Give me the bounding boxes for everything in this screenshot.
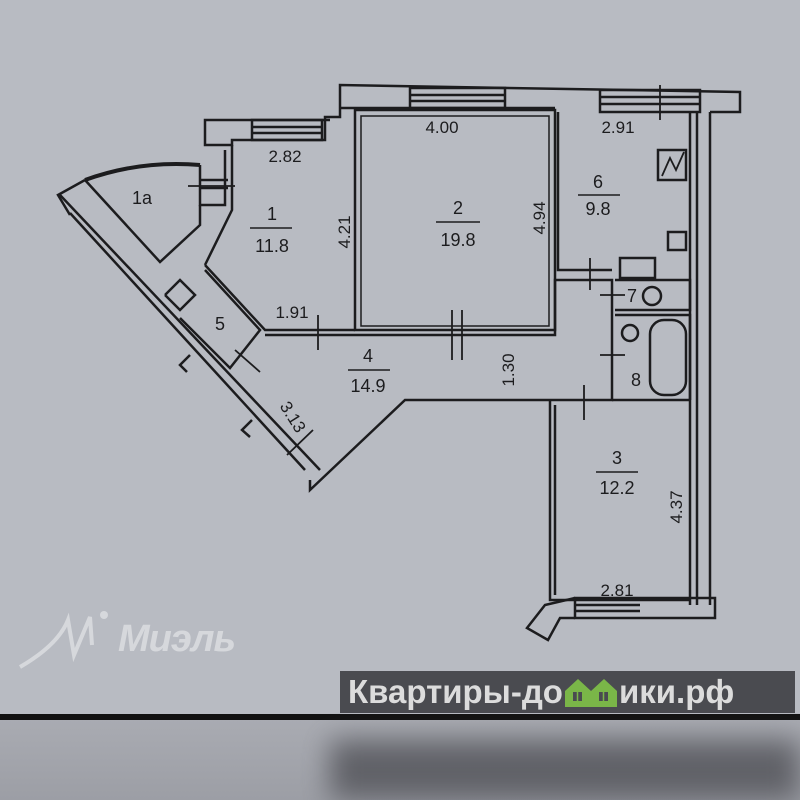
room-area-2: 19.8 xyxy=(440,230,475,250)
dimension-room1-width: 2.82 xyxy=(268,147,301,166)
room-number-1: 1 xyxy=(267,204,277,224)
sink-icon xyxy=(666,230,688,252)
room-area-3: 12.2 xyxy=(599,478,634,498)
room-number-5: 5 xyxy=(215,314,225,334)
room-number-8: 8 xyxy=(631,370,641,390)
washbasin-icon xyxy=(620,323,640,343)
room-number-6: 6 xyxy=(593,172,603,192)
room-number-3: 3 xyxy=(612,448,622,468)
banner-text-start: Квартиры-до xyxy=(348,673,563,710)
room-label-1a: 1a xyxy=(132,188,153,208)
walls xyxy=(56,83,742,642)
dimension-room3-width: 2.81 xyxy=(600,581,633,600)
dimension-room6-width: 2.91 xyxy=(601,118,634,137)
room-number-4: 4 xyxy=(363,346,373,366)
site-banner: Квартиры-до ики.рф xyxy=(340,671,795,713)
floor-plan: 1a 1 11.8 2 19.8 3 12.2 4 14.9 5 6 9.8 7… xyxy=(56,83,742,642)
room-number-2: 2 xyxy=(453,198,463,218)
window xyxy=(250,118,324,142)
toilet-icon xyxy=(641,285,663,307)
dimension-room1-length: 4.21 xyxy=(335,215,354,248)
room-number-7: 7 xyxy=(627,286,637,306)
dimension-room2-width: 4.00 xyxy=(425,118,458,137)
dimension-room3-length: 4.37 xyxy=(667,490,686,523)
blurred-banner-reflection xyxy=(330,740,800,800)
divider-line xyxy=(0,714,800,720)
houses-logo-icon xyxy=(564,677,618,707)
dimension-corridor-width: 1.91 xyxy=(275,303,308,322)
stove-icon xyxy=(656,148,688,182)
dimension-room2-length: 4.94 xyxy=(530,201,549,234)
toilet-tank-icon xyxy=(618,256,657,280)
miel-logo-icon xyxy=(18,611,108,669)
window xyxy=(408,86,507,110)
bathtub-icon xyxy=(648,318,688,397)
room-area-6: 9.8 xyxy=(585,199,610,219)
room-area-4: 14.9 xyxy=(350,376,385,396)
watermark-brand: Миэль xyxy=(118,618,236,660)
dimension-corridor-depth: 1.30 xyxy=(499,353,518,386)
banner-text-end: ики.рф xyxy=(618,673,735,710)
window xyxy=(598,88,702,114)
room-area-1: 11.8 xyxy=(255,236,289,256)
